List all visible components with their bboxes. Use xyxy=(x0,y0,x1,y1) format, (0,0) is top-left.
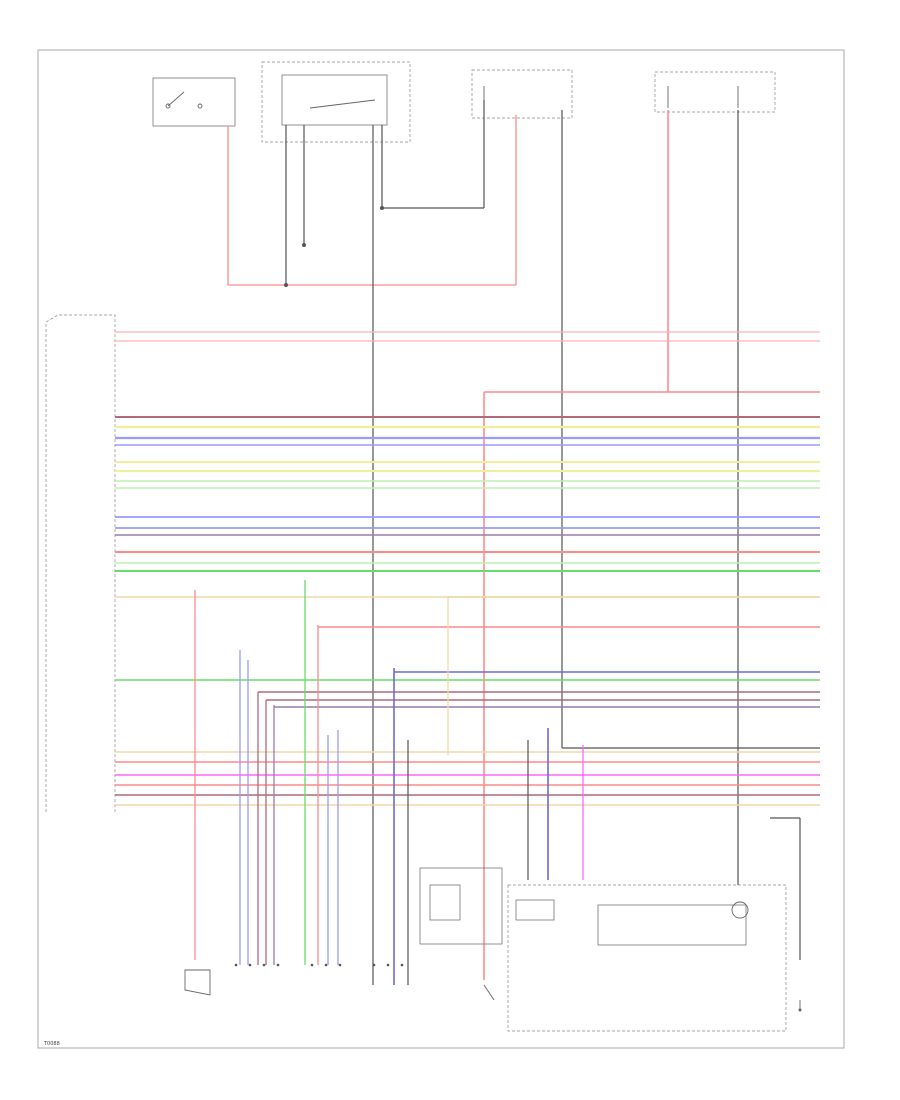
sensor-outline xyxy=(184,969,211,996)
top-leads xyxy=(227,100,820,985)
lower-harness-wires xyxy=(115,626,820,708)
actuator-outline xyxy=(507,884,787,1032)
top-components xyxy=(152,61,776,143)
bottom-components xyxy=(184,867,802,1032)
module-box xyxy=(515,899,555,921)
ecm-outline xyxy=(45,314,116,812)
connector-pin xyxy=(262,963,266,967)
harness-wires xyxy=(115,331,820,598)
switch-contact xyxy=(167,91,185,107)
ecm-block xyxy=(45,314,116,812)
connector-pin xyxy=(338,963,342,967)
relay-module-outline xyxy=(261,61,411,143)
ground-symbol xyxy=(798,1008,802,1012)
splice-point xyxy=(284,283,288,287)
bottom-harness-wires xyxy=(115,751,820,806)
relay-contact xyxy=(309,99,376,109)
sequential-shift-box xyxy=(597,904,747,946)
diagram-frame xyxy=(37,49,845,1049)
connector-pin xyxy=(372,963,376,967)
connector-pin xyxy=(234,963,238,967)
vertical-drops xyxy=(194,580,801,985)
splice-point xyxy=(380,206,384,210)
connector-pin xyxy=(400,963,404,967)
switch-node xyxy=(197,103,203,109)
motor-symbol xyxy=(731,901,749,919)
relay-module-inner xyxy=(281,74,388,126)
ground-symbol xyxy=(483,984,495,1001)
connector-pin xyxy=(386,963,390,967)
diagram-id: T0088 xyxy=(43,1041,60,1047)
connector-pin xyxy=(310,963,314,967)
switch-node xyxy=(165,103,171,109)
connector-pin xyxy=(324,963,328,967)
main-relay-inner xyxy=(429,884,461,921)
junction-block-left xyxy=(471,69,573,119)
ground-point xyxy=(302,243,306,247)
junction-block-right xyxy=(654,71,776,113)
connector-pin xyxy=(248,963,252,967)
connector-pin xyxy=(276,963,280,967)
main-relay-box xyxy=(419,867,503,945)
switch-box xyxy=(152,77,236,127)
